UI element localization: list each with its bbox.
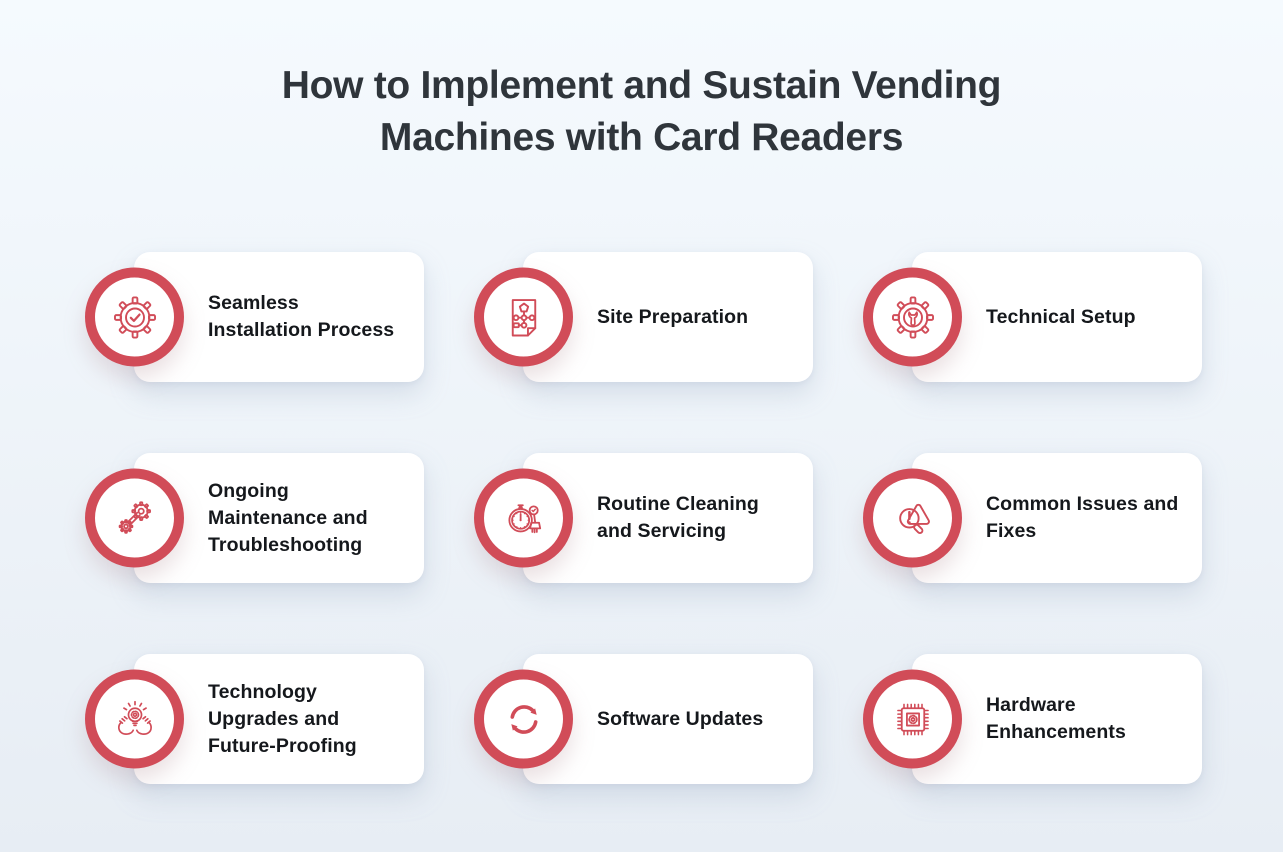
chip-gear-icon [896,703,929,735]
card-label: Software Updates [597,707,764,730]
icon-badge [863,267,962,367]
card-label: Site Preparation [597,305,749,328]
card-software-updates: Software Updates [474,654,813,784]
site-plan-document-icon [511,298,536,336]
card-row-3: Technology Upgrades and Future-Proofing [85,654,1283,784]
card-ongoing-maintenance: Ongoing Maintenance and Troubleshooting [85,453,424,583]
card-row-2: Ongoing Maintenance and Troubleshooting [85,453,1283,583]
card-label: Ongoing Maintenance and Troubleshooting [208,479,368,556]
card-technology-upgrades: Technology Upgrades and Future-Proofing [85,654,424,784]
page-title: How to Implement and Sustain Vending Mac… [0,60,1283,164]
icon-badge [863,468,962,568]
card-grid: Seamless Installation Process [85,252,1283,784]
card-label: Seamless Installation Process [208,292,395,341]
card-row-1: Seamless Installation Process [85,252,1283,382]
icon-badge [85,669,184,769]
card-technical-setup: Technical Setup [863,252,1202,382]
card-label: Hardware Enhancements [986,694,1126,743]
icon-badge [863,669,962,769]
warning-magnifier-icon [898,503,930,534]
card-label: Routine Cleaning and Servicing [597,493,759,542]
card-seamless-installation-process: Seamless Installation Process [85,252,424,382]
card-routine-cleaning: Routine Cleaning and Servicing [474,453,813,583]
gear-check-icon [113,296,156,338]
icon-badge [85,468,184,568]
linked-gears-icon [118,500,151,534]
title-line-1: How to Implement and Sustain Vending [281,64,1002,107]
card-label: Technical Setup [986,305,1136,328]
sync-arrows-icon [510,704,537,734]
icon-badge [474,669,573,769]
card-label: Technology Upgrades and Future-Proofing [208,680,357,757]
card-label: Common Issues and Fixes [986,493,1179,542]
card-common-issues: Common Issues and Fixes [863,453,1202,583]
stopwatch-brush-icon [507,503,541,533]
card-site-preparation: Site Preparation [474,252,813,382]
card-hardware-enhancements: Hardware Enhancements [863,654,1202,784]
hands-lightbulb-gear-icon [117,700,152,735]
icon-badge [474,267,573,367]
icon-badge [85,267,184,367]
title-line-2: Machines with Card Readers [379,116,904,159]
gear-wrench-icon [891,296,934,338]
icon-badge [474,468,573,568]
